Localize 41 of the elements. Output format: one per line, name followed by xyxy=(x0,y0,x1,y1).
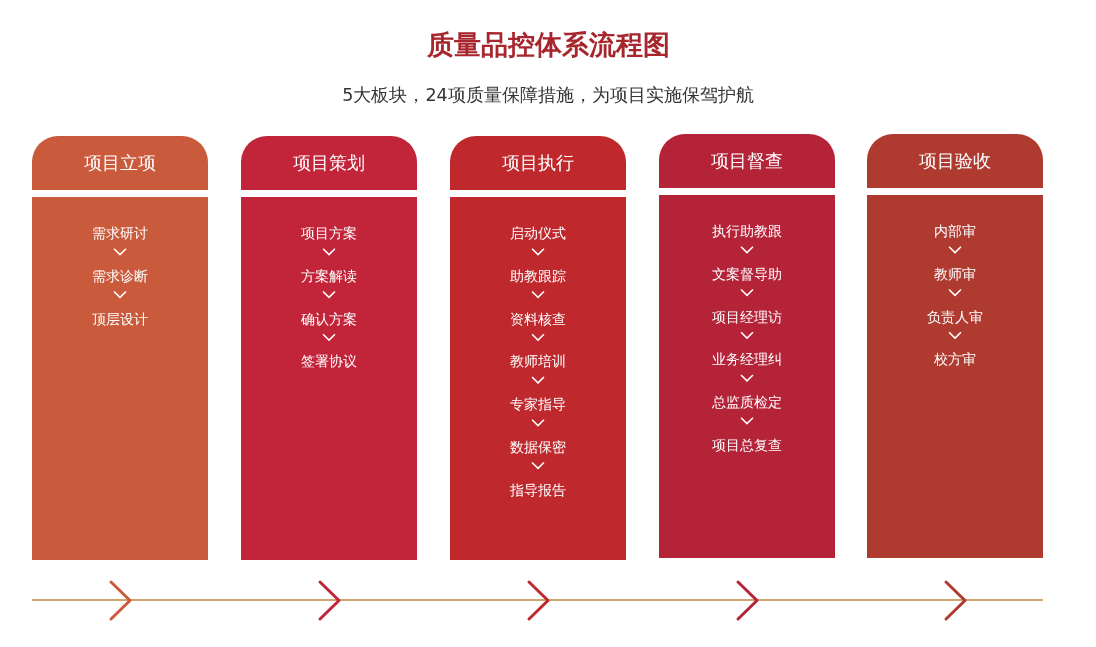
step-label: 项目总复查 xyxy=(712,424,782,459)
column-title: 项目立项 xyxy=(84,151,156,175)
column-panel xyxy=(450,197,626,560)
step-label: 助教跟踪 xyxy=(510,255,566,290)
step-label: 负责人审 xyxy=(927,296,983,331)
step-label: 执行助教跟 xyxy=(712,211,782,245)
column-title: 项目策划 xyxy=(293,151,365,175)
step-label: 需求研讨 xyxy=(92,213,148,247)
step-label: 需求诊断 xyxy=(92,255,148,290)
step-label: 签署协议 xyxy=(301,341,357,376)
header-tab xyxy=(450,136,626,190)
step-label: 项目方案 xyxy=(301,213,357,247)
step-label: 指导报告 xyxy=(510,469,566,504)
step-label: 校方审 xyxy=(934,339,976,374)
diagram-title: 质量品控体系流程图 xyxy=(426,28,670,62)
column-panel xyxy=(241,197,417,560)
step-label: 教师审 xyxy=(934,253,976,288)
step-label: 总监质检定 xyxy=(712,382,782,416)
column-title: 项目督查 xyxy=(711,149,783,173)
header-tab xyxy=(241,136,417,190)
step-label: 业务经理纠 xyxy=(712,339,782,374)
header-tab xyxy=(659,134,835,188)
step-label: 项目经理访 xyxy=(712,296,782,331)
step-label: 确认方案 xyxy=(301,298,357,333)
step-label: 内部审 xyxy=(934,211,976,245)
column-title: 项目验收 xyxy=(919,149,991,173)
header-tab xyxy=(32,136,208,190)
step-label: 资料核查 xyxy=(510,298,566,333)
column-title: 项目执行 xyxy=(502,151,574,175)
header-tab xyxy=(867,134,1043,188)
column-panel xyxy=(867,195,1043,558)
step-label: 教师培训 xyxy=(510,341,566,376)
column-panel xyxy=(659,195,835,558)
subtitle-text: 5大板块，24项质量保障措施，为项目实施保驾护航 xyxy=(342,84,754,107)
column-panel xyxy=(32,197,208,560)
step-label: 方案解读 xyxy=(301,255,357,290)
step-label: 专家指导 xyxy=(510,384,566,418)
step-label: 启动仪式 xyxy=(510,213,566,247)
step-label: 数据保密 xyxy=(510,426,566,461)
step-label: 文案督导助 xyxy=(712,253,782,288)
step-label: 顶层设计 xyxy=(92,298,148,333)
